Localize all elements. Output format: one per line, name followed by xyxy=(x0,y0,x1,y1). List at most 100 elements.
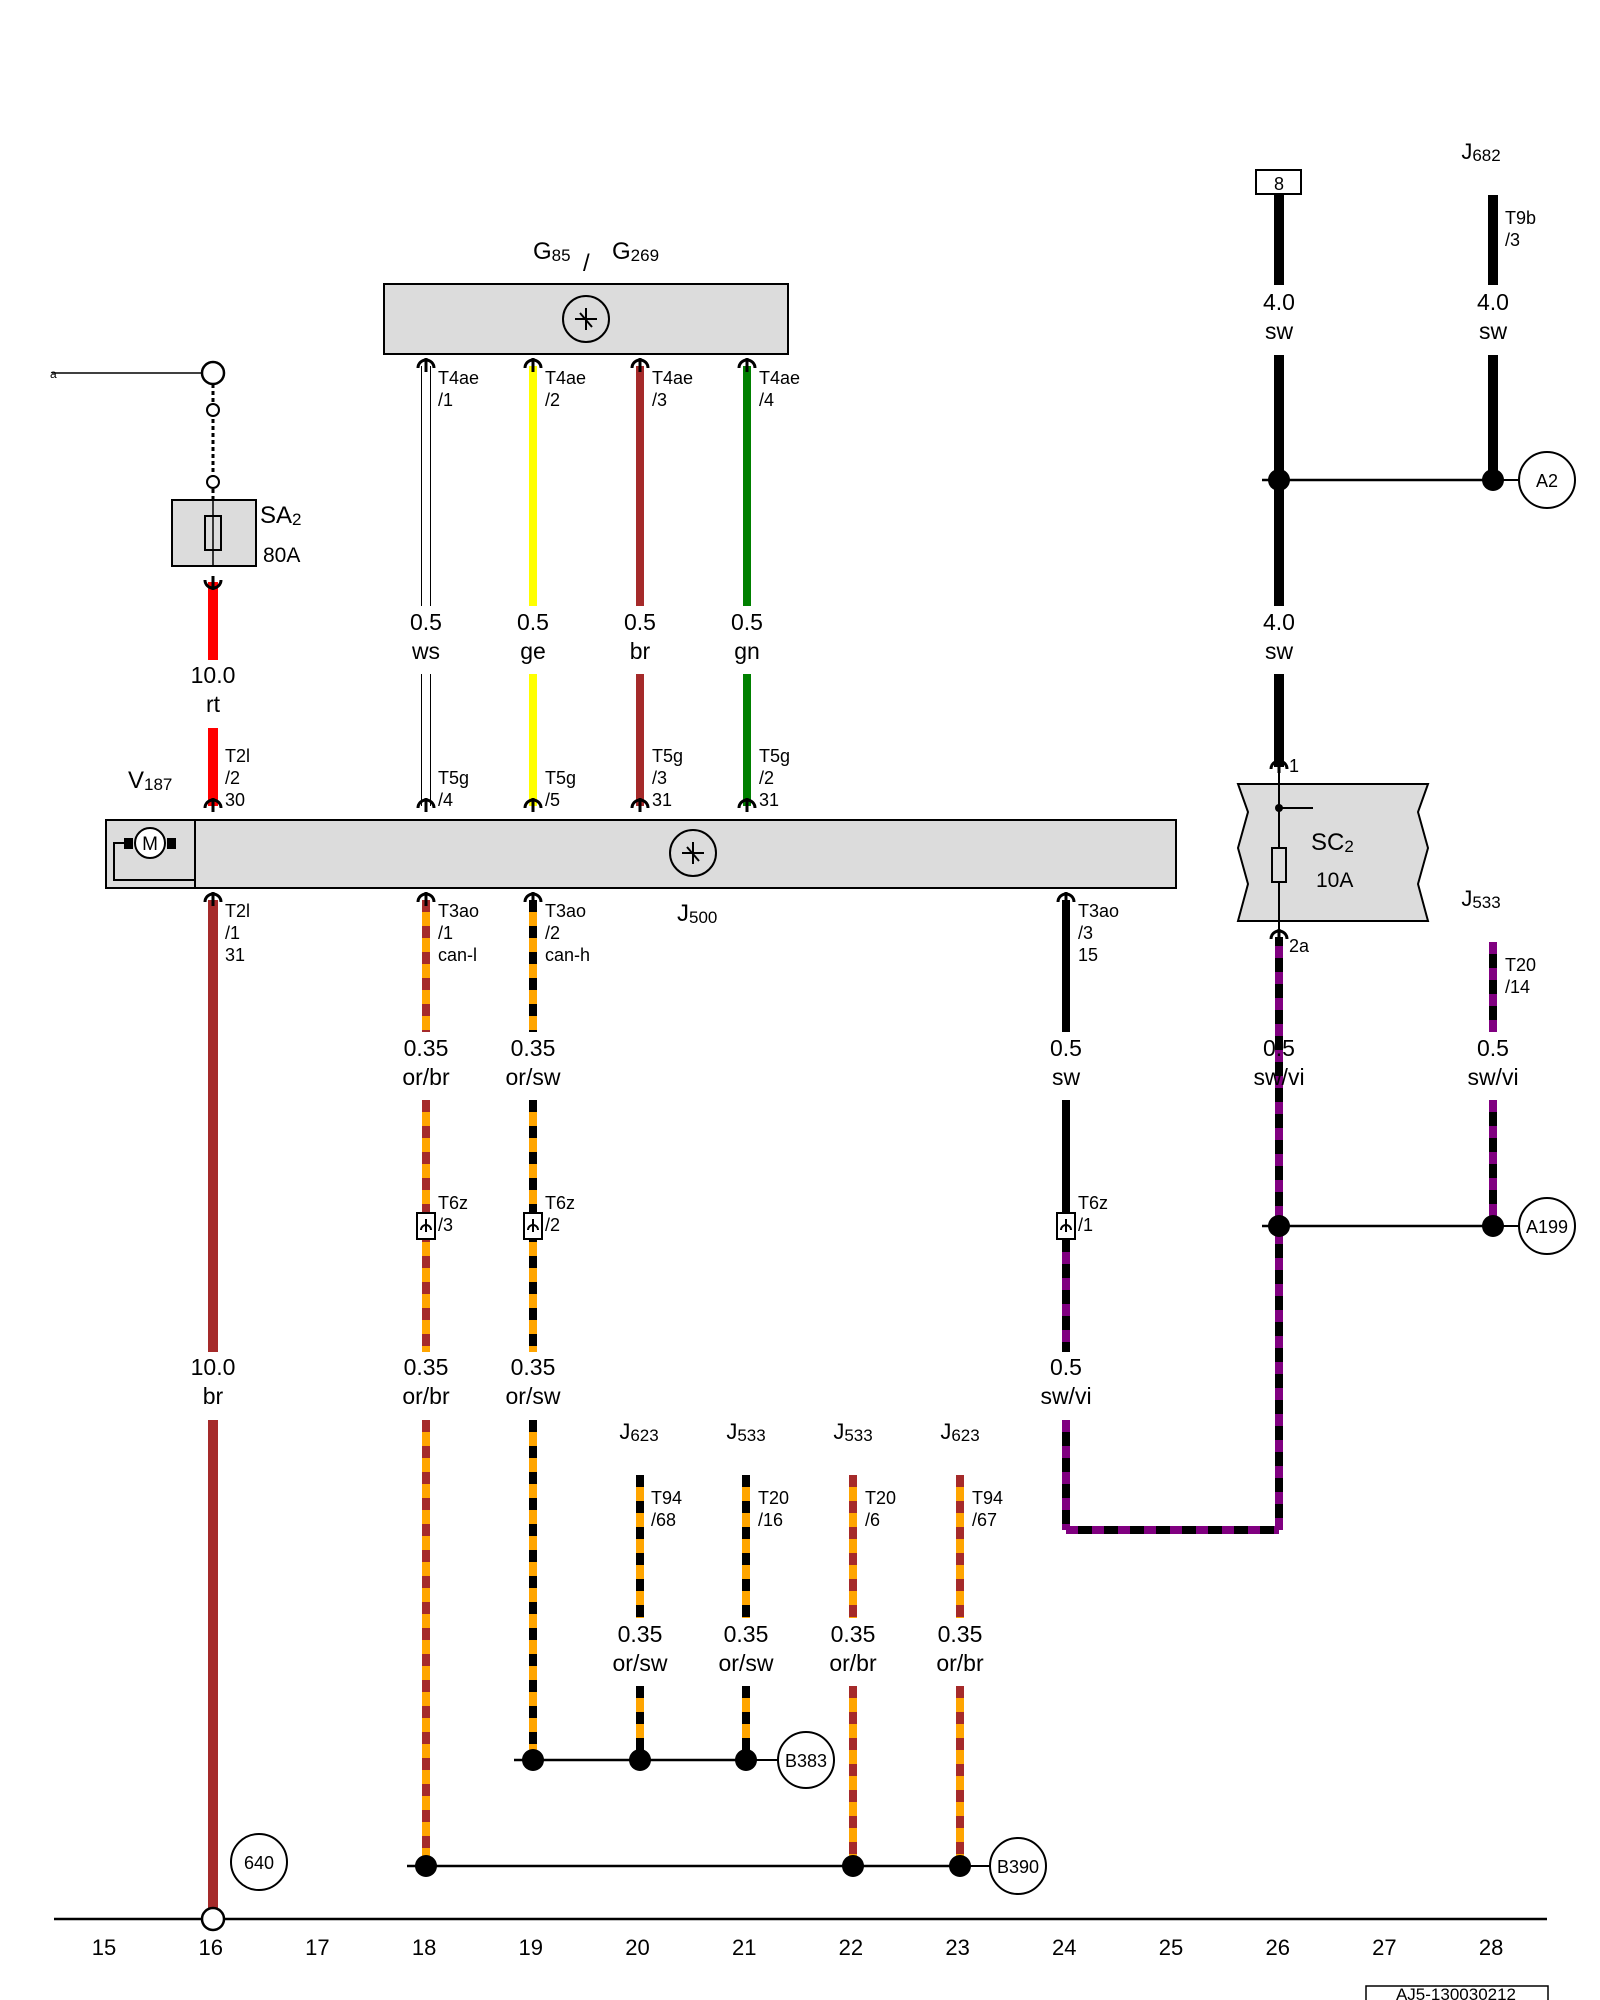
grid-number: 19 xyxy=(519,1935,543,1960)
sensor-symbol-icon xyxy=(669,829,717,877)
sa2-rating: 80A xyxy=(263,544,300,567)
j533-a-label: J533 xyxy=(726,1419,765,1445)
ref-a199[interactable]: A199 xyxy=(1518,1197,1576,1255)
svg-text:T4ae/2: T4ae/2 xyxy=(545,368,586,410)
v187-label: V187 xyxy=(128,767,172,794)
svg-text:T2l/230: T2l/230 xyxy=(225,746,250,810)
svg-text:T6z/2: T6z/2 xyxy=(545,1193,575,1235)
fuse-sc2[interactable]: SC2 10A 1 2a xyxy=(1236,756,1430,956)
side-label: a xyxy=(50,367,57,381)
j533-top-label: J533 xyxy=(1461,886,1500,912)
svg-text:10.0br: 10.0br xyxy=(191,1354,236,1409)
sensor-symbol-icon xyxy=(562,295,610,343)
fuse-ref-8[interactable]: 8 xyxy=(1255,169,1302,195)
grid-number: 15 xyxy=(92,1935,116,1960)
grid-number: 27 xyxy=(1372,1935,1396,1960)
grid-number: 22 xyxy=(839,1935,863,1960)
svg-text:T94/68: T94/68 xyxy=(651,1488,682,1530)
svg-text:10.0rt: 10.0rt xyxy=(191,662,236,717)
ref-b390[interactable]: B390 xyxy=(989,1837,1047,1895)
svg-text:B383: B383 xyxy=(785,1751,827,1771)
fuse-icon xyxy=(1271,847,1287,932)
svg-text:640: 640 xyxy=(244,1853,274,1873)
svg-text:T6z/3: T6z/3 xyxy=(438,1193,468,1235)
fuse-sa2[interactable]: a SA2 80A xyxy=(50,360,301,567)
svg-text:T4ae/3: T4ae/3 xyxy=(652,368,693,410)
grid-number: 17 xyxy=(305,1935,329,1960)
svg-text:4.0sw: 4.0sw xyxy=(1477,289,1509,344)
ref-a2[interactable]: A2 xyxy=(1518,451,1576,509)
ground-bar xyxy=(54,1906,1547,1932)
ref-640[interactable]: 640 xyxy=(230,1833,288,1891)
svg-text:4.0sw: 4.0sw xyxy=(1263,289,1295,344)
svg-text:M: M xyxy=(142,834,158,855)
svg-text:T5g/331: T5g/331 xyxy=(652,746,683,810)
svg-text:T6z/1: T6z/1 xyxy=(1078,1193,1108,1235)
control-unit-j500[interactable]: M J500 V187 xyxy=(105,767,1177,927)
svg-text:T4ae/1: T4ae/1 xyxy=(438,368,479,410)
grid-number: 20 xyxy=(625,1935,649,1960)
j623-a-label: J623 xyxy=(619,1419,658,1445)
svg-text:T20/14: T20/14 xyxy=(1505,955,1536,997)
svg-text:T20/6: T20/6 xyxy=(865,1488,896,1530)
svg-text:0.5sw/vi: 0.5sw/vi xyxy=(1040,1354,1091,1409)
grid-number: 28 xyxy=(1479,1935,1503,1960)
svg-text:T20/16: T20/16 xyxy=(758,1488,789,1530)
j533-b-label: J533 xyxy=(833,1419,872,1445)
sc2-pin-in: 1 xyxy=(1289,756,1299,776)
grid-number: 24 xyxy=(1052,1935,1076,1960)
ref-b383[interactable]: B383 xyxy=(777,1731,835,1789)
sensor-g85-g269[interactable]: G85 / G269 xyxy=(383,238,789,355)
svg-text:0.5gn: 0.5gn xyxy=(731,609,763,664)
svg-text:A199: A199 xyxy=(1526,1217,1568,1237)
sa2-label: SA2 xyxy=(260,502,301,529)
svg-text:T4ae/4: T4ae/4 xyxy=(759,368,800,410)
sc2-pin-out: 2a xyxy=(1289,936,1310,956)
bus-lines xyxy=(407,469,1519,1877)
grid-number: 21 xyxy=(732,1935,756,1960)
svg-text:0.5sw/vi: 0.5sw/vi xyxy=(1253,1035,1304,1090)
g269-label: G269 xyxy=(612,238,659,265)
svg-text:T9b/3: T9b/3 xyxy=(1505,208,1536,250)
ground-symbol-icon xyxy=(200,1906,226,1932)
svg-text:T94/67: T94/67 xyxy=(972,1488,1003,1530)
svg-text:T2l/131: T2l/131 xyxy=(225,901,250,965)
j682-label: J682 xyxy=(1461,139,1500,165)
fuse-icon xyxy=(204,500,222,566)
svg-text:0.5sw/vi: 0.5sw/vi xyxy=(1467,1035,1518,1090)
g85-label: G85 xyxy=(533,238,571,265)
svg-text:T5g/231: T5g/231 xyxy=(759,746,790,810)
svg-text:0.5sw: 0.5sw xyxy=(1050,1035,1082,1090)
svg-text:0.5br: 0.5br xyxy=(624,609,656,664)
j500-label: J500 xyxy=(677,900,717,927)
j623-b-label: J623 xyxy=(940,1419,979,1445)
grid-number: 26 xyxy=(1265,1935,1289,1960)
grid-number: 18 xyxy=(412,1935,436,1960)
connector-t6z xyxy=(416,1212,1076,1240)
footer-code: AJ5-130030212 xyxy=(1365,1985,1549,2000)
svg-text:T3ao/315: T3ao/315 xyxy=(1078,901,1119,965)
svg-text:0.5ws: 0.5ws xyxy=(410,609,442,664)
sc2-label: SC2 xyxy=(1311,829,1354,856)
svg-text:T5g/5: T5g/5 xyxy=(545,768,576,810)
grid-number: 23 xyxy=(945,1935,969,1960)
svg-text:4.0sw: 4.0sw xyxy=(1263,609,1295,664)
fuse-ref-label: 8 xyxy=(1274,174,1284,194)
svg-text:B390: B390 xyxy=(997,1857,1039,1877)
grid-number: 16 xyxy=(198,1935,222,1960)
motor-icon: M xyxy=(113,827,195,881)
svg-text:0.5ge: 0.5ge xyxy=(517,609,549,664)
